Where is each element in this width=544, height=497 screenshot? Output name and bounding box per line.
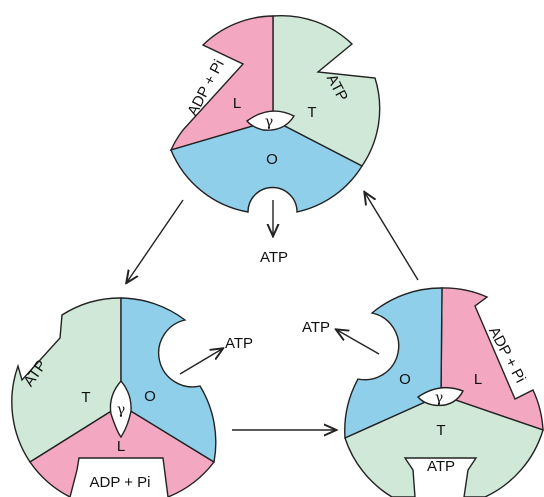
- top-T-site: [272, 14, 381, 167]
- bottom-right-O-site: [344, 287, 443, 440]
- bottom-right-L-site: [440, 287, 544, 431]
- bottom-left-L-label: L: [117, 438, 125, 455]
- top-L-label: L: [233, 95, 241, 112]
- top-enzyme: γ L T O ADP + Pi ATP ATP: [169, 14, 381, 266]
- top-T-label: T: [307, 104, 316, 121]
- bottom-right-release-arrow: [337, 330, 380, 355]
- bottom-left-T-site: [11, 297, 122, 463]
- bottom-right-released-product: ATP: [302, 319, 330, 336]
- bottom-right-gamma-label: γ: [435, 390, 443, 406]
- top-O-site: [170, 119, 363, 213]
- bottom-left-gamma-subunit: [109, 379, 132, 439]
- bottom-left-gamma-label: γ: [117, 402, 125, 418]
- bottom-left-O-site: [120, 297, 217, 464]
- bottom-left-O-label: O: [144, 388, 156, 405]
- bottom-right-T-site: [344, 394, 544, 497]
- bottom-right-gamma-subunit: [416, 386, 464, 407]
- bottom-left-L-site: [29, 404, 216, 497]
- top-O-label: O: [266, 151, 278, 168]
- cycle-arrow-top-to-bottom-left: [127, 199, 184, 282]
- bottom-left-released-product: ATP: [225, 335, 253, 352]
- bottom-left-L-substrate: ADP + Pi: [89, 474, 150, 491]
- bottom-left-release-arrow: [179, 349, 222, 375]
- bottom-left-T-label: T: [81, 389, 90, 406]
- cycle-arrow-bottom-right-to-top: [365, 193, 419, 281]
- bottom-right-T-substrate: ATP: [427, 458, 455, 475]
- bottom-right-L-label: L: [474, 371, 482, 388]
- bottom-right-T-label: T: [436, 422, 445, 439]
- bottom-right-enzyme: γ O L T ADP + Pi ATP ATP: [302, 287, 544, 497]
- bottom-left-enzyme: γ T O L ATP ADP + Pi ATP: [11, 297, 253, 497]
- top-gamma-subunit: [245, 110, 296, 131]
- top-gamma-label: γ: [265, 114, 273, 130]
- bottom-right-O-label: O: [399, 371, 411, 388]
- top-L-site: [169, 15, 274, 152]
- top-released-product: ATP: [260, 249, 288, 266]
